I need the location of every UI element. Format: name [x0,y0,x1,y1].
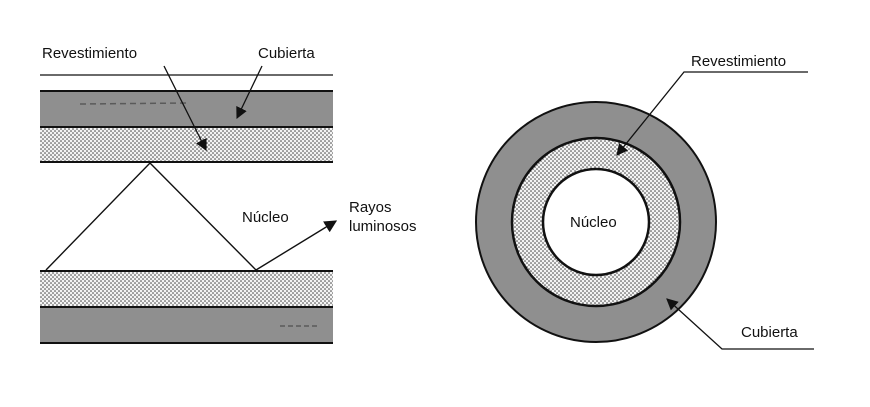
bottom-jacket-band [40,307,333,343]
bottom-cladding-band [40,271,333,307]
right-cubierta-label: Cubierta [741,324,798,341]
right-revestimiento-label: Revestimiento [691,53,786,70]
top-jacket-band [40,91,333,127]
right-nucleo-label: Núcleo [570,214,617,231]
right-revestimiento-leader [616,71,808,156]
left-revestimiento-leader [163,65,207,152]
light-ray-arrow [255,220,338,271]
left-cubierta-leader [236,65,263,120]
top-cladding-band [40,127,333,162]
core-circle [541,167,651,277]
longitudinal-view: Revestimiento Cubierta Núcleo Rayos lumi… [40,45,417,344]
cross-section-view: Revestimiento Núcleo Cubierta [475,53,814,350]
left-cubierta-label: Cubierta [258,45,315,62]
left-nucleo-label: Núcleo [242,209,289,226]
top-jacket-texture [79,102,191,105]
left-revestimiento-label: Revestimiento [42,45,137,62]
rayos-label-line2: luminosos [349,218,417,235]
light-ray-path [45,162,257,271]
right-cubierta-leader [666,298,814,350]
rayos-label-line1: Rayos [349,199,392,216]
